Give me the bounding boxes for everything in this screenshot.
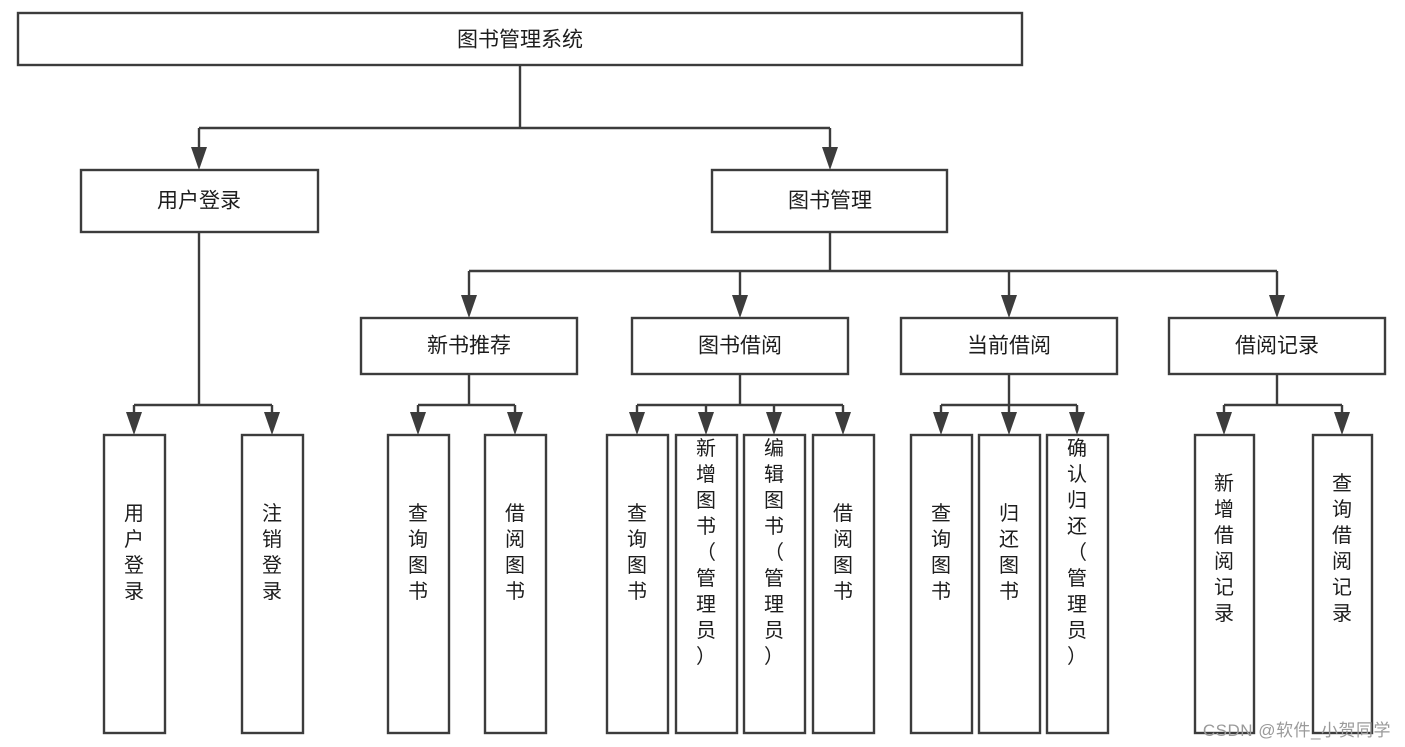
leaf-current-borrow-query-label: 查询图书	[931, 502, 951, 603]
arrow-head-to-new-book	[461, 295, 477, 318]
node-root-system-box	[16, 11, 1024, 67]
arrow-head-borrow-record-2	[1334, 412, 1350, 435]
leaf-book-borrow-add[interactable]: 新增图书（管理员）	[674, 433, 739, 735]
leaf-current-borrow-confirm[interactable]: 确认归还（管理员）	[1045, 433, 1110, 735]
node-user-login-label: 用户登录	[157, 190, 241, 213]
leaf-current-borrow-query[interactable]: 查询图书	[909, 433, 974, 735]
arrow-head-new-book-2	[507, 412, 523, 435]
connector-layer	[126, 65, 1350, 435]
leaf-book-borrow-query-box	[605, 433, 670, 735]
leaf-current-borrow-return-label: 归还图书	[999, 502, 1019, 603]
arrow-head-to-user-login	[191, 147, 207, 170]
leaf-book-borrow-edit[interactable]: 编辑图书（管理员）	[742, 433, 807, 735]
node-new-book-recommend[interactable]: 新书推荐	[359, 316, 579, 376]
leaf-new-book-query-box	[386, 433, 451, 735]
node-user-login[interactable]: 用户登录	[79, 168, 320, 234]
leaf-user-login-login-label: 用户登录	[124, 503, 144, 603]
node-borrow-record-box	[1167, 316, 1387, 376]
arrow-head-book-borrow-1	[629, 412, 645, 435]
arrow-head-user-login-1	[126, 412, 142, 435]
leaf-current-borrow-return[interactable]: 归还图书	[977, 433, 1042, 735]
leaf-current-borrow-query-box	[909, 433, 974, 735]
leaf-borrow-record-add-label: 新增借阅记录	[1214, 472, 1234, 625]
leaf-borrow-record-query-box	[1311, 433, 1374, 735]
node-new-book-recommend-box	[359, 316, 579, 376]
arrow-head-current-borrow-1	[933, 412, 949, 435]
arrow-head-current-borrow-2	[1001, 412, 1017, 435]
node-root-system[interactable]: 图书管理系统	[16, 11, 1024, 67]
leaf-book-borrow-query[interactable]: 查询图书	[605, 433, 670, 735]
leaf-user-login-logout-box	[240, 433, 305, 735]
leaf-book-borrow-edit-box	[742, 433, 807, 735]
leaf-book-borrow-borrow-label: 借阅图书	[833, 502, 853, 603]
node-book-manage-box	[710, 168, 949, 234]
leaf-user-login-login-box	[102, 433, 167, 735]
leaf-book-borrow-query-label: 查询图书	[627, 502, 647, 603]
arrow-head-to-current-borrow	[1001, 295, 1017, 318]
leaf-current-borrow-confirm-box	[1045, 433, 1110, 735]
leaf-book-borrow-add-label: 新增图书（管理员）	[696, 437, 716, 668]
arrow-head-book-borrow-3	[766, 412, 782, 435]
arrow-head-to-book-manage	[822, 147, 838, 170]
arrow-head-to-borrow-record	[1269, 295, 1285, 318]
arrow-head-borrow-record-1	[1216, 412, 1232, 435]
node-book-borrow-box	[630, 316, 850, 376]
arrow-head-book-borrow-4	[835, 412, 851, 435]
leaf-borrow-record-query-label: 查询借阅记录	[1332, 472, 1352, 625]
node-borrow-record-label: 借阅记录	[1235, 335, 1319, 358]
arrow-head-to-book-borrow	[732, 295, 748, 318]
leaf-borrow-record-add[interactable]: 新增借阅记录	[1193, 433, 1256, 735]
node-book-borrow[interactable]: 图书借阅	[630, 316, 850, 376]
node-book-manage-label: 图书管理	[788, 190, 872, 213]
leaf-book-borrow-borrow[interactable]: 借阅图书	[811, 433, 876, 735]
node-current-borrow-box	[899, 316, 1119, 376]
node-new-book-recommend-label: 新书推荐	[427, 335, 511, 358]
leaf-new-book-query[interactable]: 查询图书	[386, 433, 451, 735]
leaf-current-borrow-confirm-label: 确认归还（管理员）	[1067, 437, 1087, 668]
leaf-user-login-logout[interactable]: 注销登录	[240, 433, 305, 735]
node-user-login-box	[79, 168, 320, 234]
leaf-current-borrow-return-box	[977, 433, 1042, 735]
node-current-borrow-label: 当前借阅	[967, 335, 1051, 358]
leaf-borrow-record-add-box	[1193, 433, 1256, 735]
leaf-new-book-borrow-box	[483, 433, 548, 735]
node-borrow-record[interactable]: 借阅记录	[1167, 316, 1387, 376]
leaf-book-borrow-add-box	[674, 433, 739, 735]
node-book-manage[interactable]: 图书管理	[710, 168, 949, 234]
arrow-head-new-book-1	[410, 412, 426, 435]
leaf-book-borrow-edit-label: 编辑图书（管理员）	[764, 437, 784, 668]
leaf-user-login-login[interactable]: 用户登录	[102, 433, 167, 735]
leaf-user-login-logout-label: 注销登录	[262, 502, 282, 603]
arrow-head-book-borrow-2	[698, 412, 714, 435]
node-root-system-label: 图书管理系统	[457, 29, 583, 52]
leaf-new-book-query-label: 查询图书	[408, 502, 428, 603]
leaf-new-book-borrow-label: 借阅图书	[505, 502, 525, 603]
arrow-head-user-login-2	[264, 412, 280, 435]
node-current-borrow[interactable]: 当前借阅	[899, 316, 1119, 376]
node-book-borrow-label: 图书借阅	[698, 335, 782, 358]
leaf-new-book-borrow[interactable]: 借阅图书	[483, 433, 548, 735]
leaf-borrow-record-query[interactable]: 查询借阅记录	[1311, 433, 1374, 735]
arrow-head-current-borrow-3	[1069, 412, 1085, 435]
leaf-book-borrow-borrow-box	[811, 433, 876, 735]
